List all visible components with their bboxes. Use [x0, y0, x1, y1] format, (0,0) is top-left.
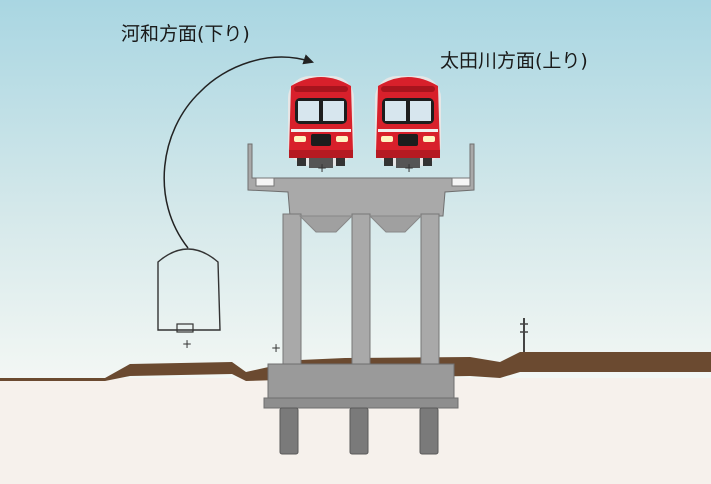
down-train-icon [288, 76, 354, 168]
pile-middle [349, 407, 369, 455]
up-direction-label: 太田川方面(上り) [440, 50, 588, 72]
down-direction-label: 河和方面(下り) [121, 23, 250, 45]
svg-text:+: + [182, 337, 192, 351]
pier-column-middle [351, 213, 371, 365]
viaduct-deck [247, 143, 475, 217]
pier-column-right [420, 213, 440, 365]
pile-left [279, 407, 299, 455]
up-train-icon [375, 76, 441, 168]
svg-text:+: + [317, 161, 327, 175]
pier-footing [267, 363, 455, 401]
svg-text:+: + [404, 161, 414, 175]
svg-text:+: + [271, 341, 281, 355]
left-train-outline-icon: + [157, 248, 221, 351]
viaduct [247, 143, 475, 455]
signal-post-icon [520, 318, 528, 352]
pile-right [419, 407, 439, 455]
pier-column-left [282, 213, 302, 365]
transfer-arrow-icon [163, 54, 314, 249]
